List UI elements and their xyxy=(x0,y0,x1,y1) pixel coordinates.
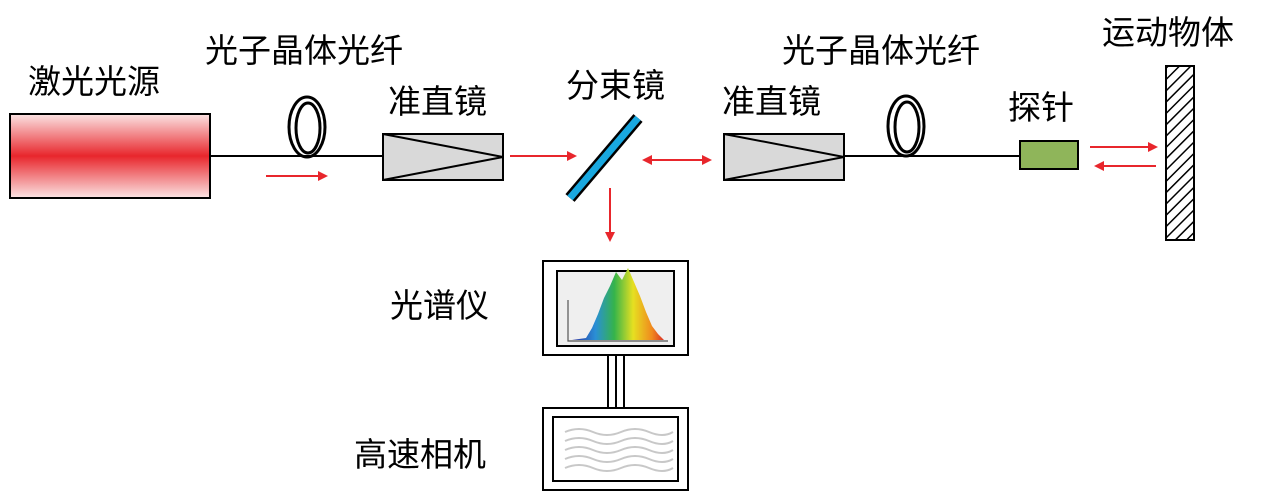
label-fiber-right: 光子晶体光纤 xyxy=(782,31,980,70)
high-speed-camera xyxy=(542,407,689,491)
collimator-right xyxy=(723,133,845,181)
label-splitter: 分束镜 xyxy=(566,66,665,105)
label-moving-object: 运动物体 xyxy=(1102,13,1234,52)
label-probe: 探针 xyxy=(1008,88,1074,127)
wave-pattern-icon xyxy=(564,428,674,472)
connector-cable xyxy=(607,355,625,408)
label-camera: 高速相机 xyxy=(354,435,486,474)
laser-source xyxy=(9,113,211,199)
label-fiber-left: 光子晶体光纤 xyxy=(205,31,403,70)
spectrometer xyxy=(542,260,689,356)
label-laser: 激光光源 xyxy=(28,62,160,101)
hatched-wall-icon xyxy=(1165,65,1195,241)
label-collimator-left: 准直镜 xyxy=(388,82,487,121)
label-collimator-right: 准直镜 xyxy=(722,82,821,121)
beam-splitter xyxy=(565,114,643,202)
light-direction-arrows xyxy=(266,142,1158,242)
collimator-left xyxy=(382,133,504,181)
probe xyxy=(1019,140,1079,170)
fiber-coil-icon xyxy=(287,95,327,159)
fiber-coil-icon xyxy=(886,94,926,158)
label-spectrometer: 光谱仪 xyxy=(390,286,489,325)
